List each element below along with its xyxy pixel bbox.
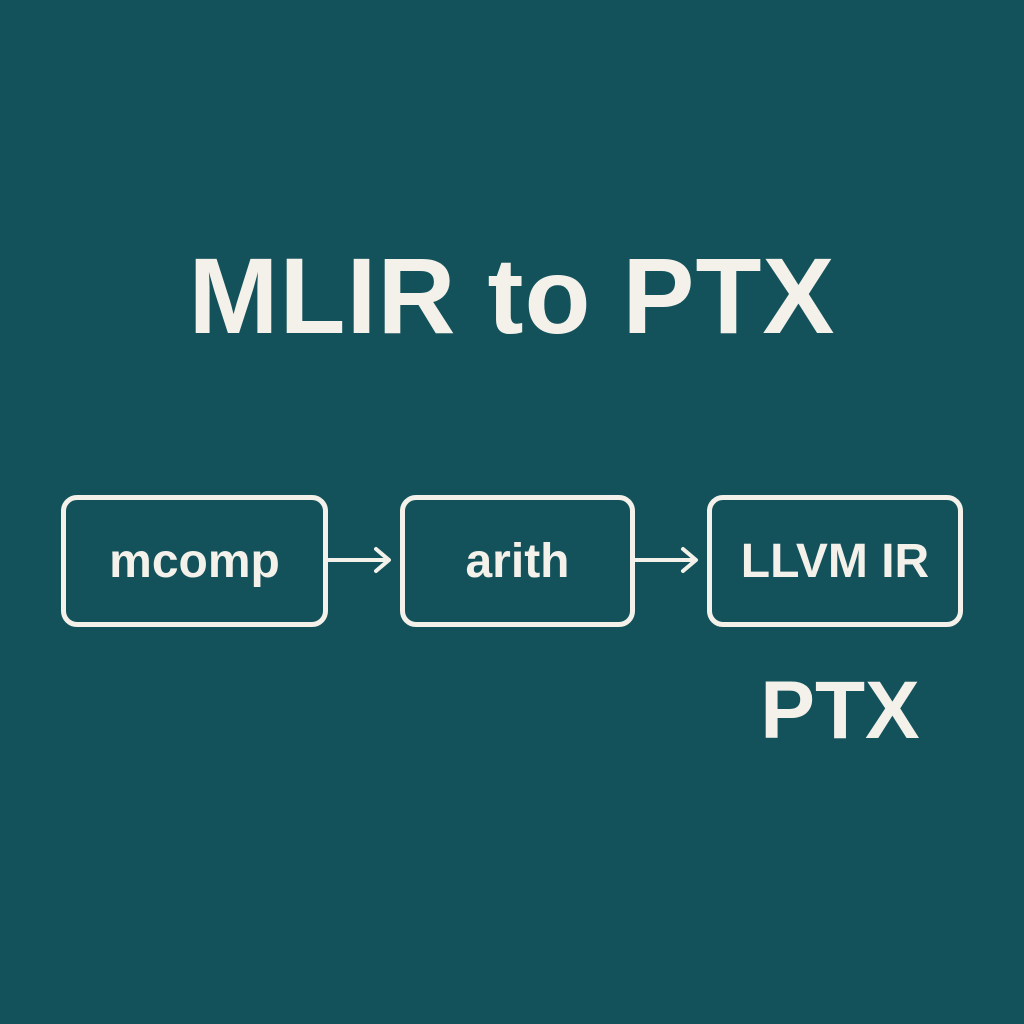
- node-arith: arith: [400, 495, 635, 627]
- diagram-title: MLIR to PTX: [188, 235, 836, 356]
- arrow-right-icon: [633, 547, 698, 573]
- node-mcomp: mcomp: [61, 495, 328, 627]
- node-llvm-ir: LLVM IR: [707, 495, 963, 627]
- node-label: LLVM IR: [740, 534, 930, 588]
- arrow-right-icon: [326, 547, 391, 573]
- node-label: mcomp: [109, 534, 280, 588]
- output-label-ptx: PTX: [760, 665, 920, 756]
- node-label: arith: [465, 534, 570, 588]
